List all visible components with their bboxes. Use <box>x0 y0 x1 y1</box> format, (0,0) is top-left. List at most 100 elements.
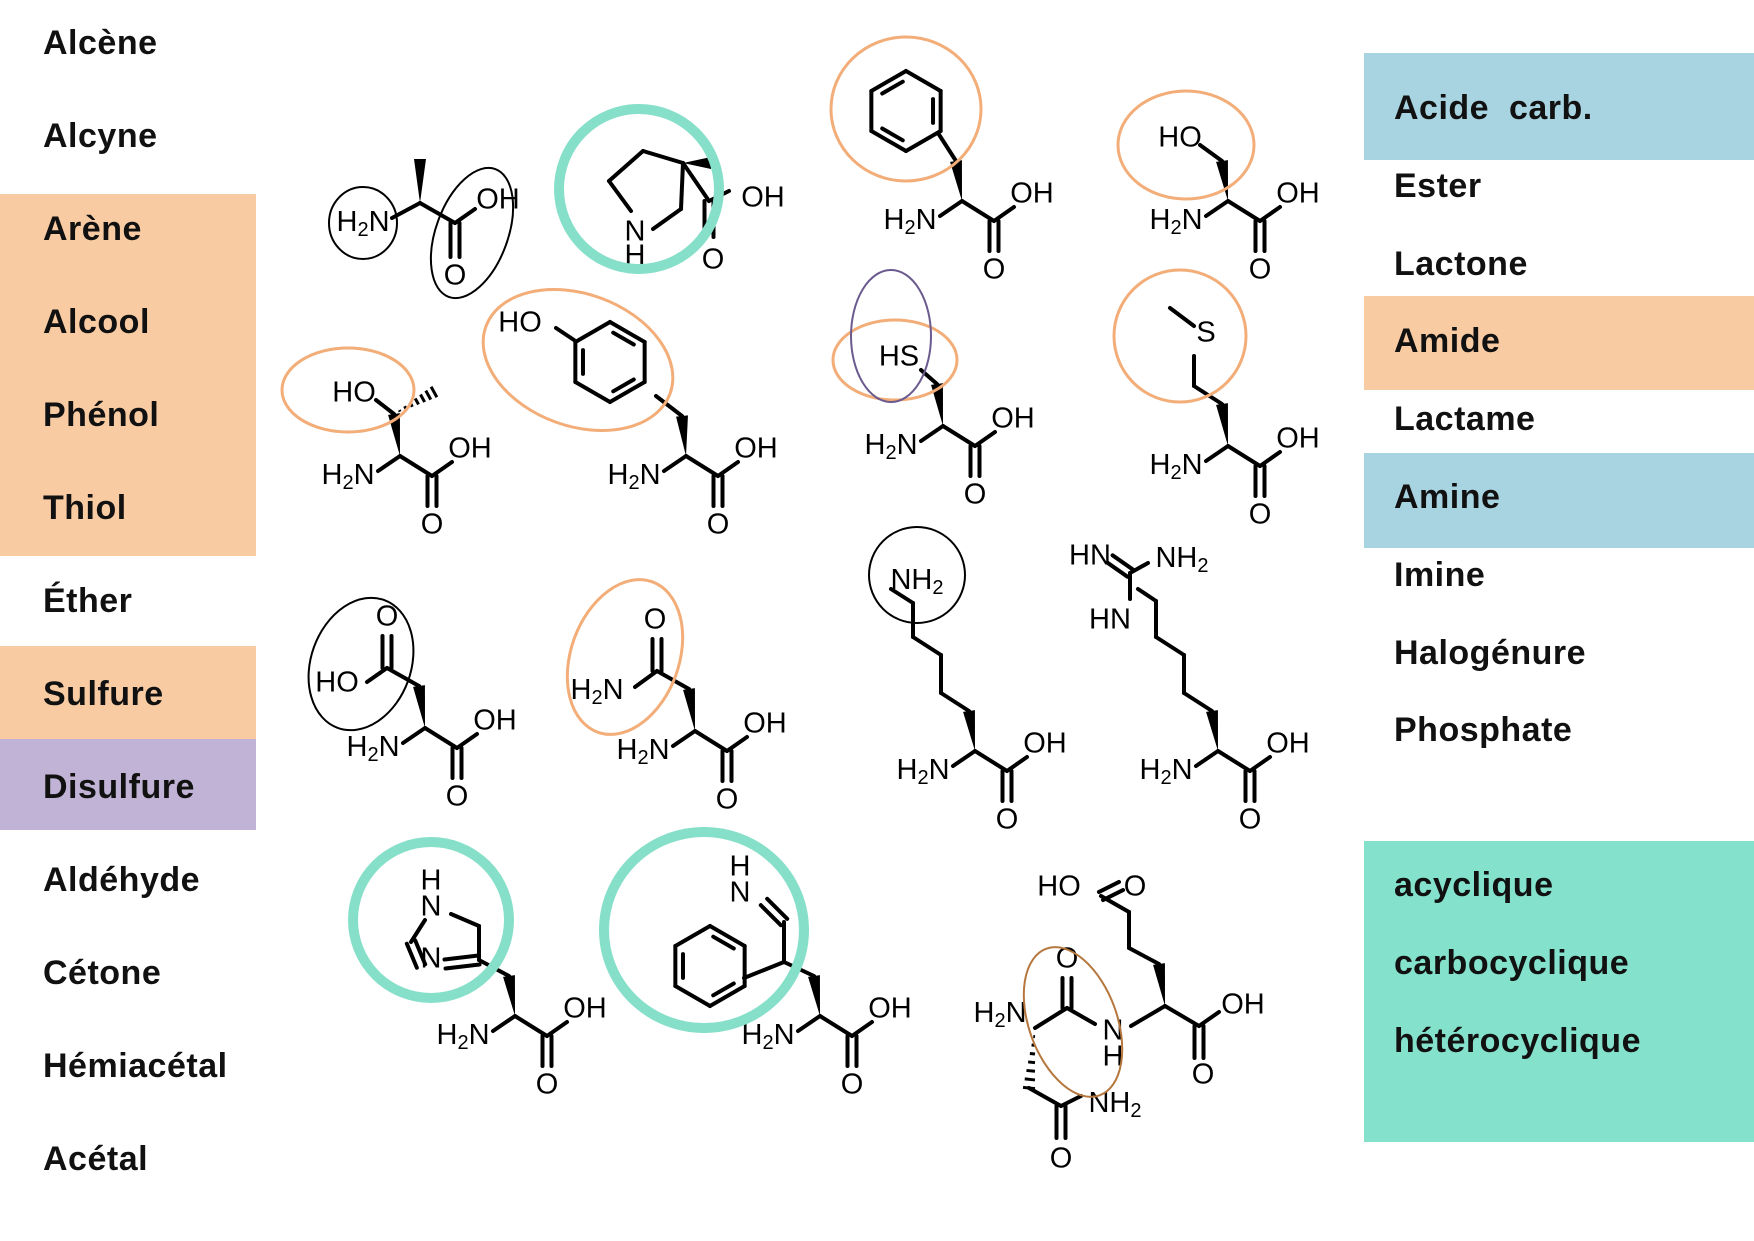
arginine-bond <box>1194 749 1220 768</box>
dipeptide-amide-circle <box>1022 946 1124 1098</box>
serine-bond <box>1226 199 1262 223</box>
label-sulfure: Sulfure <box>43 675 164 713</box>
dipeptide-bond <box>1129 1004 1167 1028</box>
phenylalanine-wedge <box>950 160 962 201</box>
tryptophan-bond <box>673 924 712 948</box>
asparagine-bond <box>671 729 697 748</box>
phenylalanine-arene-circle <box>829 35 983 183</box>
proline-atom-label: OH <box>741 182 785 214</box>
label-hemiacetal: Hémiacétal <box>43 1047 228 1085</box>
cysteine-atom-label: H2N <box>864 429 917 465</box>
asparagine-atom-label: O <box>644 604 667 636</box>
aspartate-bond <box>455 732 479 750</box>
tryptophan-atom-label: N <box>730 877 751 909</box>
arginine-bond <box>1154 635 1186 657</box>
band-ring-types <box>1364 841 1754 1142</box>
label-alcyne: Alcyne <box>43 117 158 155</box>
tryptophan-atom-label: H <box>730 851 751 883</box>
phenylalanine-atom-label: O <box>983 254 1006 286</box>
band-amide <box>1364 296 1754 390</box>
histidine-bond <box>443 962 482 971</box>
methionine-atom-label: O <box>1249 499 1272 531</box>
lysine-bond <box>1005 755 1029 773</box>
lysine-bond <box>911 635 943 657</box>
label-ether: Éther <box>43 582 133 620</box>
cysteine-atom-label: OH <box>991 403 1035 435</box>
methionine-bond <box>1258 450 1282 468</box>
serine-bond <box>1198 143 1224 163</box>
cysteine-bond <box>941 424 977 448</box>
phenylalanine-bond <box>904 129 943 153</box>
serine-bond <box>1204 199 1230 218</box>
tyrosine-bond <box>573 380 612 404</box>
tyrosine-phenol-circle <box>481 288 675 432</box>
label-disulfure: Disulfure <box>43 768 195 806</box>
serine-atom-label: O <box>1249 254 1272 286</box>
histidine-atom-label: H2N <box>436 1019 489 1055</box>
lysine-wedge <box>963 710 975 751</box>
alanine-atom-label: O <box>444 260 467 292</box>
dipeptide-atom-label: H2N <box>973 997 1026 1033</box>
dipeptide-bond <box>1059 1094 1083 1108</box>
label-amide: Amide <box>1394 322 1501 360</box>
tryptophan-wedge <box>808 975 820 1016</box>
proline-bond <box>607 179 633 213</box>
threonine-hash <box>429 386 439 398</box>
lysine-bond <box>951 749 977 768</box>
cysteine-wedge <box>931 383 943 426</box>
methionine-atom-label: H2N <box>1149 449 1202 485</box>
lysine-bond <box>973 749 1009 773</box>
aspartate-bond <box>365 666 389 684</box>
asparagine-atom-label: H2N <box>570 674 623 710</box>
lysine-atom-label: O <box>996 804 1019 836</box>
arginine-bond <box>1248 755 1272 773</box>
dipeptide-atom-label: H <box>1103 1041 1124 1073</box>
tryptophan-bond <box>711 981 736 998</box>
tryptophan-bond <box>711 934 736 951</box>
methionine-bond <box>1168 306 1196 328</box>
threonine-bond <box>398 454 434 478</box>
dipeptide-bond <box>1033 1006 1069 1030</box>
tyrosine-atom-label: O <box>707 509 730 541</box>
dipeptide-atom-label: O <box>1056 943 1079 975</box>
label-heterocyclique: hétérocyclique <box>1394 1022 1641 1060</box>
tyrosine-atom-label: OH <box>734 433 778 465</box>
band-sulfure <box>0 646 256 739</box>
lysine-amine-circle <box>868 526 966 624</box>
tyrosine-bond <box>611 377 636 394</box>
tyrosine-bond <box>608 320 647 344</box>
label-ester: Ester <box>1394 167 1482 205</box>
serine-atom-label: H2N <box>1149 204 1202 240</box>
label-imine: Imine <box>1394 556 1486 594</box>
proline-bond <box>679 161 685 211</box>
asparagine-bond <box>725 735 749 753</box>
dipeptide-bond <box>1027 1086 1063 1108</box>
cysteine-bond <box>973 430 997 448</box>
threonine-hash <box>397 409 402 413</box>
cysteine-atom-label: O <box>964 479 987 511</box>
proline-bond <box>681 161 711 203</box>
proline-heterocycle-circle <box>554 104 724 274</box>
dipeptide-wedge <box>1153 963 1165 1006</box>
label-halogenure: Halogénure <box>1394 634 1587 672</box>
aspartate-atom-label: HO <box>315 667 359 699</box>
phenylalanine-bond <box>869 69 908 93</box>
threonine-alcohol-circle <box>280 346 416 434</box>
histidine-bond <box>442 953 481 962</box>
histidine-bond <box>413 938 428 967</box>
threonine-bond <box>376 454 402 473</box>
dipeptide-hash <box>1029 1051 1036 1056</box>
dipeptide-bond <box>1065 1006 1097 1026</box>
aspartate-bond <box>423 726 459 750</box>
proline-bond <box>651 207 683 231</box>
arginine-bond <box>1110 553 1135 572</box>
tryptophan-bond <box>742 960 786 980</box>
threonine-bond <box>374 398 396 416</box>
dipeptide-bond <box>1101 888 1126 903</box>
tryptophan-bond <box>765 896 790 921</box>
label-acetal: Acétal <box>43 1140 149 1178</box>
methionine-atom-label: OH <box>1276 423 1320 455</box>
cysteine-disulfide-circle <box>850 269 932 403</box>
tryptophan-bond <box>708 984 747 1008</box>
dipeptide-atom-label: O <box>1050 1143 1073 1175</box>
